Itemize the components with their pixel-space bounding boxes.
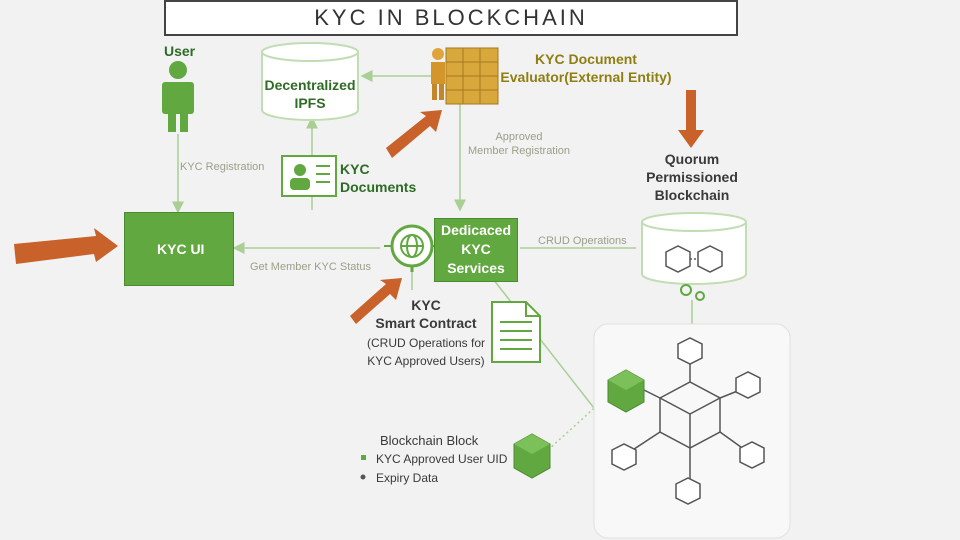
quorum-label-line: Quorum [664,151,720,167]
blockchain-block-items: KYC Approved User UID Expiry Data [376,450,507,488]
edge-label-line: Approved [495,131,543,143]
edge-label-kyc-registration: KYC Registration [180,161,265,173]
blockchain-block-label: Blockchain Block [380,433,479,448]
dedicated-services-label-line: Dedicaced [440,222,512,238]
page-title: KYC IN BLOCKCHAIN [164,0,738,36]
quorum-database-icon [641,212,747,301]
kyc-documents-label-line: KYC [340,161,370,177]
evaluator-label-line: KYC Document [535,51,637,67]
evaluator-icon [431,47,499,105]
evaluator-label: KYC Document Evaluator(External Entity) [498,50,674,86]
edge-label-line: Member Registration [467,145,571,157]
dedicated-services-label-line: KYC [461,241,491,257]
quorum-label-line: Blockchain [654,187,730,203]
gear-icon [680,284,705,301]
kyc-ui-box: KYC UI [124,212,234,286]
bullet-markers [360,455,366,480]
highlighted-block [607,369,645,413]
edge-label-approved-registration: Approved Member Registration [466,130,572,158]
dedicated-services-label-line: Services [447,260,505,276]
page-title-text: KYC IN BLOCKCHAIN [314,5,588,30]
blockchain-network-panel [593,323,791,539]
evaluator-label-line: Evaluator(External Entity) [500,69,672,85]
block-item: Expiry Data [376,471,439,485]
smart-contract-note-line: KYC Approved Users) [367,354,485,368]
smart-contract-label-line: KYC [411,297,441,313]
ipfs-label-line: Decentralized [264,77,356,93]
edge-label-get-status: Get Member KYC Status [250,261,372,273]
highlight-arrows [14,90,704,324]
kyc-ui-label: KYC UI [157,241,205,257]
smart-contract-note: (CRUD Operations for KYC Approved Users) [362,334,490,370]
ipfs-label-line: IPFS [294,95,326,111]
smart-contract-label: KYC Smart Contract [372,296,480,332]
user-icon [162,61,194,132]
kyc-documents-icon [281,155,337,197]
smart-contract-label-line: Smart Contract [375,315,477,331]
edge-label-crud-operations: CRUD Operations [538,235,627,247]
quorum-label-line: Permissioned [646,169,738,185]
quorum-label: Quorum Permissioned Blockchain [640,150,744,204]
ipfs-label: Decentralized IPFS [258,76,362,112]
dedicated-services-box: Dedicaced KYC Services [434,218,518,282]
kyc-documents-label-line: Documents [340,179,417,195]
smart-contract-document-icon [491,301,541,363]
globe-services-icon [384,224,440,272]
ipfs-database-icon [261,42,359,121]
block-item: KYC Approved User UID [376,452,508,466]
blockchain-block-cube-icon [513,433,551,479]
smart-contract-note-line: (CRUD Operations for [366,336,486,350]
kyc-documents-label: KYC Documents [340,160,416,196]
user-label: User [164,43,196,59]
